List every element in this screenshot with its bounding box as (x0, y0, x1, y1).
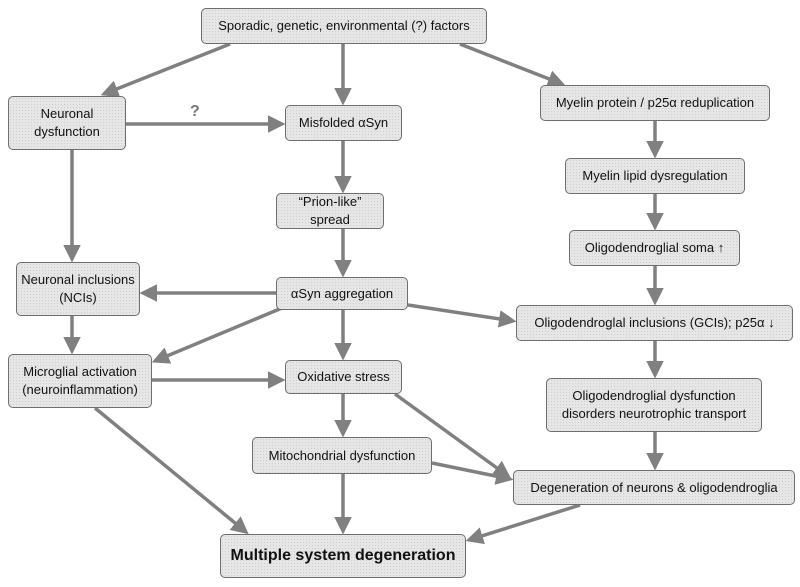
arrow-factors-neuronal (100, 42, 231, 97)
arrow-aggregation-gcis (407, 303, 517, 328)
arrow-factors-myelin (459, 42, 566, 88)
node-oligo-dysfunction: Oligodendroglial dysfunction disorders n… (546, 378, 762, 432)
node-oligo-soma: Oligodendroglial soma ↑ (569, 230, 740, 266)
node-oxidative-stress: Oxidative stress (285, 360, 402, 394)
node-multiple-system-degeneration: Multiple system degeneration (220, 534, 466, 578)
node-neuronal-dysfunction: Neuronal dysfunction (8, 96, 126, 150)
node-mitochondrial-dysfunction: Mitochondrial dysfunction (252, 437, 432, 474)
node-asyn-aggregation: αSyn aggregation (276, 277, 408, 310)
node-prion-spread: “Prion-like” spread (276, 193, 384, 229)
arrow-aggregation-microglial (151, 306, 283, 364)
arrow-oxidative-degeneration (393, 392, 511, 479)
node-myelin-lipid: Myelin lipid dysregulation (565, 158, 745, 194)
uncertain-link-label: ? (190, 103, 200, 120)
node-neuronal-inclusions: Neuronal inclusions (NCIs) (16, 262, 140, 316)
arrow-mito-degeneration (431, 461, 514, 485)
node-factors: Sporadic, genetic, environmental (?) fac… (201, 8, 487, 44)
node-degeneration: Degeneration of neurons & oligodendrogli… (513, 470, 795, 505)
arrow-microglial-msd (93, 406, 249, 535)
node-gcis: Oligodendroglal inclusions (GCIs); p25α … (516, 305, 793, 341)
node-microglial-activation: Microglial activation (neuroinflammation… (8, 354, 152, 408)
node-myelin-protein: Myelin protein / p25α reduplication (540, 85, 770, 121)
node-misfolded-asyn: Misfolded αSyn (285, 105, 402, 141)
arrow-degeneration-msd (465, 503, 581, 545)
